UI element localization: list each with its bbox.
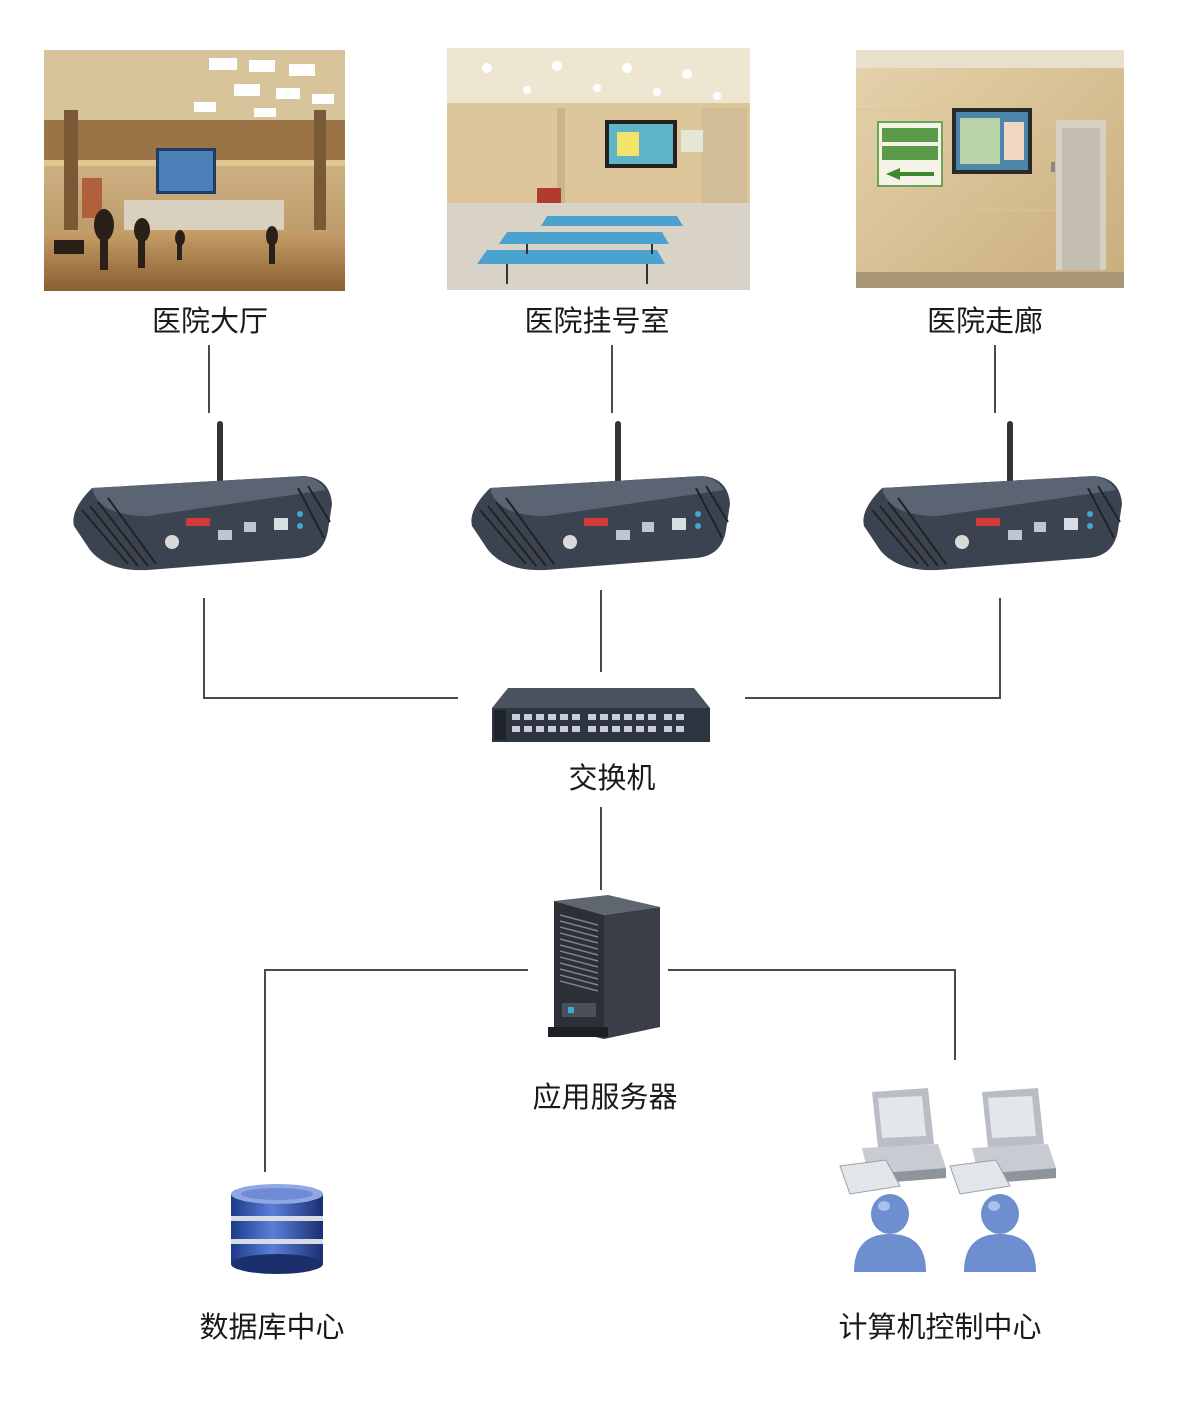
hospital-hall-photo (44, 50, 345, 291)
registration-room-photo (447, 48, 750, 290)
switch-label: 交换机 (568, 761, 656, 795)
line-server-to-database (264, 969, 528, 1172)
network-switch-icon (488, 686, 714, 750)
workstation-right-icon (944, 1086, 1064, 1280)
server-label: 应用服务器 (532, 1080, 678, 1114)
line-player1-to-switch (203, 598, 458, 699)
media-player-1 (68, 418, 338, 582)
registration-room-label: 医院挂号室 (524, 304, 670, 338)
media-player-3 (858, 418, 1128, 582)
corridor-label: 医院走廊 (926, 304, 1043, 338)
media-player-2 (466, 418, 736, 582)
workstation-left-icon (834, 1086, 954, 1280)
line-server-to-control (668, 969, 956, 1060)
corridor-photo (856, 50, 1124, 288)
database-icon (227, 1182, 327, 1282)
hospital-hall-label: 医院大厅 (151, 304, 268, 338)
line-player3-to-switch (745, 598, 1001, 699)
control-center-label: 计算机控制中心 (838, 1310, 1042, 1344)
database-label: 数据库中心 (199, 1310, 345, 1344)
application-server-icon (548, 893, 664, 1047)
